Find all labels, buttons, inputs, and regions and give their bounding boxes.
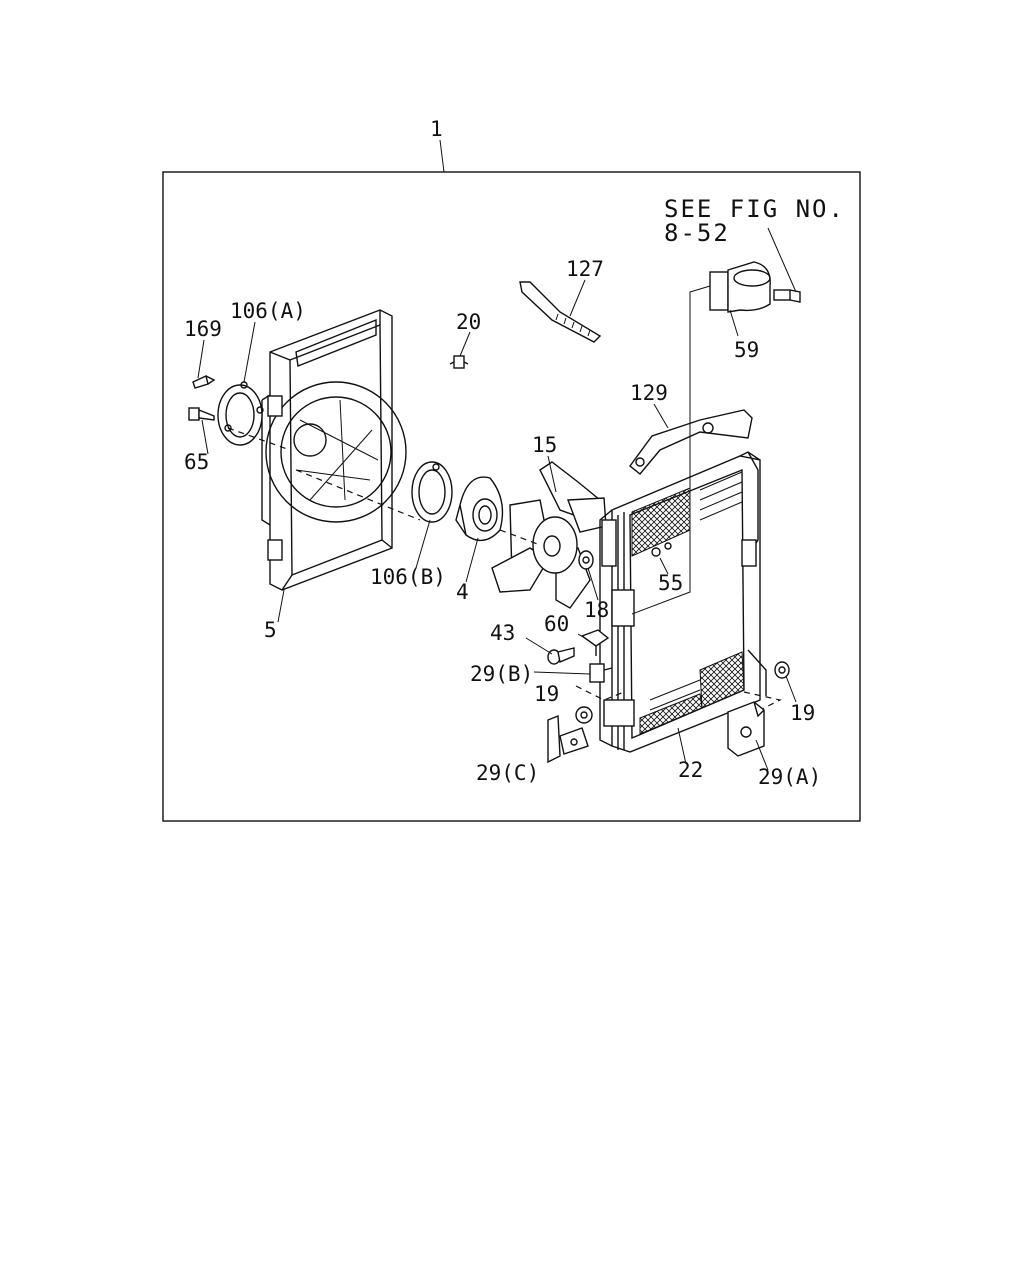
callout-29c: 29(C) [476, 761, 539, 785]
gasket-part-106a [217, 381, 264, 446]
callout-15: 15 [532, 433, 557, 457]
callout-127: 127 [566, 257, 604, 281]
clamp-part-59 [709, 261, 801, 313]
callout-19-right: 19 [790, 701, 815, 725]
bracket-part-29c [547, 714, 589, 764]
fan-blade-part-15 [491, 461, 607, 609]
diagram-frame [162, 171, 861, 822]
nut-part-18 [578, 550, 594, 570]
callout-29b: 29(B) [470, 662, 533, 686]
bracket-part-60 [580, 629, 610, 656]
callout-106b: 106(B) [370, 565, 446, 589]
callout-4: 4 [456, 580, 469, 604]
callout-20: 20 [456, 310, 481, 334]
callout-65: 65 [184, 450, 209, 474]
condenser-part-22 [599, 451, 767, 753]
callout-19-left: 19 [534, 682, 559, 706]
callout-60: 60 [544, 612, 569, 636]
callout-43: 43 [490, 621, 515, 645]
clip-part-20 [449, 355, 469, 369]
callout-59: 59 [734, 338, 759, 362]
bracket-part-29b [589, 663, 613, 683]
screw-part-169 [192, 375, 216, 389]
bolt-part-65 [188, 407, 215, 421]
fan-motor-part-4 [455, 476, 504, 542]
callout-22: 22 [678, 758, 703, 782]
callout-18: 18 [584, 598, 609, 622]
callout-5: 5 [264, 618, 277, 642]
see-reference-line1: SEE FIG NO. [664, 195, 845, 223]
callout-55: 55 [658, 571, 683, 595]
nut-part-19-right [774, 661, 790, 679]
nut-part-19-left [575, 706, 593, 724]
band-part-127 [519, 281, 602, 343]
bracket-part-29a [727, 701, 765, 757]
callout-129: 129 [630, 381, 668, 405]
callout-29a: 29(A) [758, 765, 821, 789]
gasket-part-106b [411, 461, 453, 523]
callout-169: 169 [184, 317, 222, 341]
bracket-part-129 [629, 409, 753, 475]
callout-106a: 106(A) [230, 299, 306, 323]
see-reference-line2: 8-52 [664, 219, 730, 247]
bolt-part-43 [547, 647, 575, 665]
fan-shroud-part-5 [261, 309, 407, 591]
callout-1: 1 [430, 117, 443, 141]
